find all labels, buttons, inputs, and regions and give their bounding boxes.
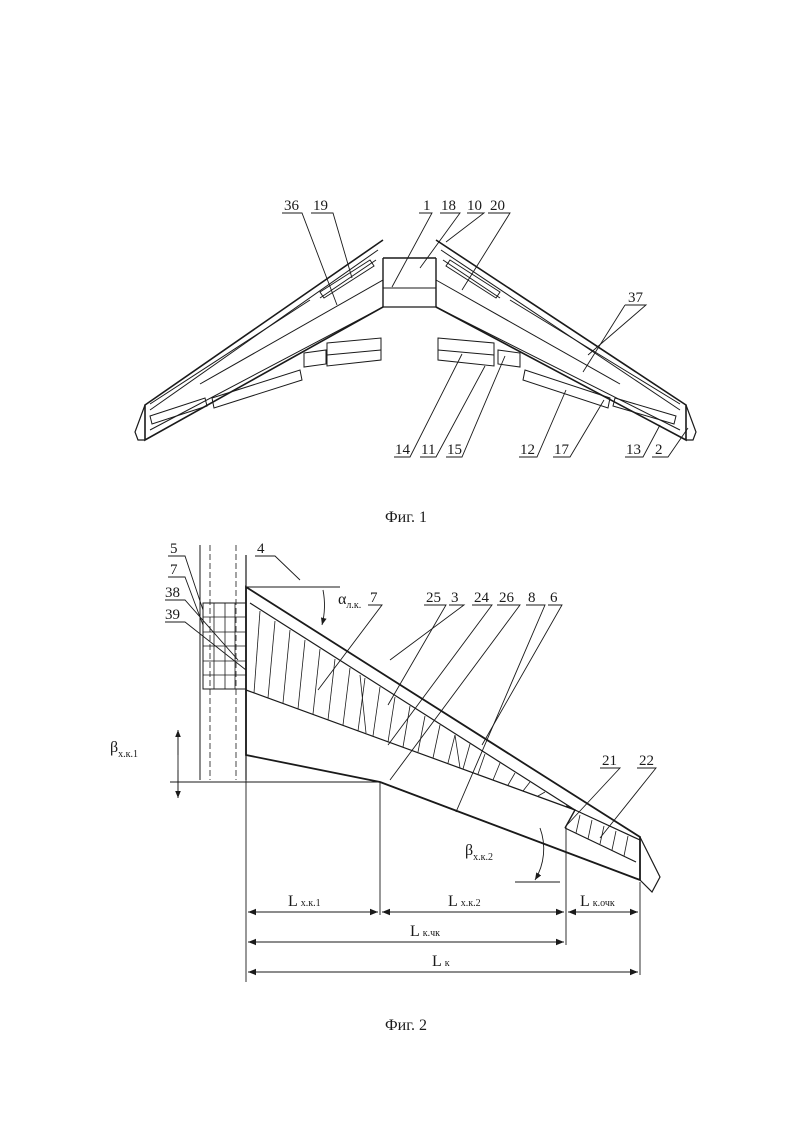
- label-21: 21: [602, 753, 617, 769]
- figure-2-caption: Фиг. 2: [385, 1017, 427, 1034]
- label-37: 37: [628, 290, 644, 306]
- label-36: 36: [284, 198, 300, 214]
- wing-ribs: [253, 610, 629, 857]
- dimension-lines: [248, 908, 638, 976]
- label-39: 39: [165, 607, 180, 623]
- figure-1-wing-planform: 36 19 1 18 10 20 37 14 11 15 12 17 13 2 …: [134, 198, 697, 526]
- angle-beta-trailing-edge-2: βх.к.2: [465, 842, 493, 863]
- label-18: 18: [441, 198, 456, 214]
- label-4: 4: [257, 541, 265, 557]
- figure-1-caption: Фиг. 1: [385, 509, 427, 526]
- label-1: 1: [423, 198, 431, 214]
- label-19: 19: [313, 198, 328, 214]
- angle-alpha-leading-edge: αл.к.: [338, 591, 361, 611]
- fuselage-side: [199, 545, 247, 780]
- center-section: [382, 257, 437, 308]
- label-14: 14: [395, 442, 411, 458]
- wing-outline: [245, 585, 661, 893]
- label-5: 5: [170, 541, 178, 557]
- label-7-right: 7: [370, 590, 378, 606]
- label-2: 2: [655, 442, 663, 458]
- angle-beta-trailing-edge-1: βх.к.1: [110, 739, 138, 760]
- reference-lines: [170, 586, 641, 982]
- label-10: 10: [467, 198, 482, 214]
- label-11: 11: [421, 442, 435, 458]
- label-3: 3: [451, 590, 459, 606]
- figure-1-leaders: [282, 212, 689, 458]
- label-26: 26: [499, 590, 515, 606]
- label-38: 38: [165, 585, 180, 601]
- label-12: 12: [520, 442, 535, 458]
- figure-2-leaders: [165, 555, 657, 839]
- left-wing: [134, 239, 384, 442]
- label-15: 15: [447, 442, 462, 458]
- label-17: 17: [554, 442, 570, 458]
- right-wing: [435, 239, 697, 442]
- label-20: 20: [490, 198, 505, 214]
- label-24: 24: [474, 590, 490, 606]
- label-8: 8: [528, 590, 536, 606]
- label-22: 22: [639, 753, 654, 769]
- label-7-left: 7: [170, 562, 178, 578]
- figure-2-wing-panel: 5 7 38 39 4 7 25 3 24 26 8 6 21 22 αл.к.…: [110, 541, 661, 1034]
- label-25: 25: [426, 590, 441, 606]
- label-13: 13: [626, 442, 641, 458]
- label-6: 6: [550, 590, 558, 606]
